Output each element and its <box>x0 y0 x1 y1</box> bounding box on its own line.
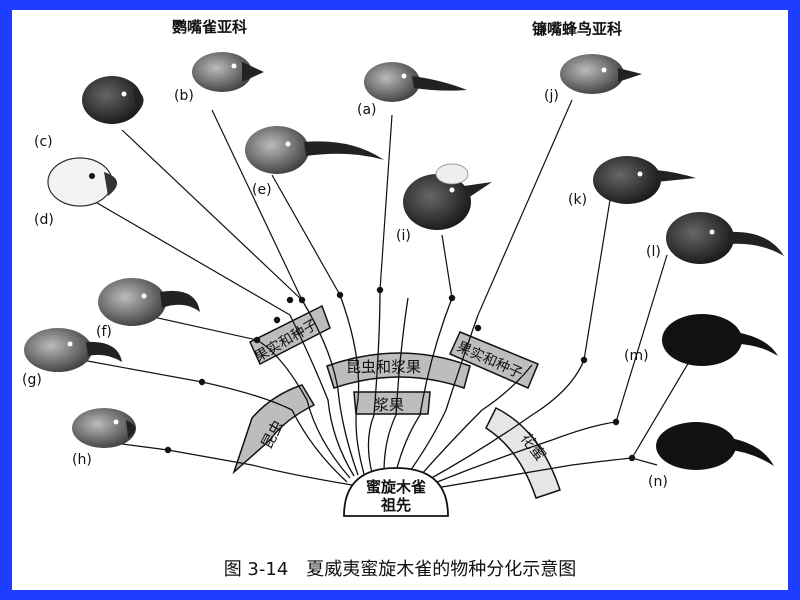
species-k-label: (k) <box>568 192 587 208</box>
bird-head-n-icon <box>656 422 774 470</box>
branch-lines <box>167 289 633 489</box>
bird-head-a-icon <box>364 62 467 102</box>
species-c-label: (c) <box>34 134 53 150</box>
figure-caption: 图 3-14 夏威夷蜜旋木雀的物种分化示意图 <box>223 559 577 580</box>
species-h-label: (h) <box>72 452 92 468</box>
bird-head-j-icon <box>560 54 642 94</box>
ancestor-line-2: 祖先 <box>380 496 411 514</box>
species-f-label: (f) <box>96 324 112 340</box>
subfamily-left-title: 鹦嘴雀亚科 <box>171 18 247 36</box>
branch-nodes <box>164 286 636 462</box>
bird-head-e-icon <box>245 126 384 174</box>
bird-head-h-icon <box>72 408 136 448</box>
bird-head-f-icon <box>98 278 200 326</box>
bird-head-d-icon <box>47 157 118 207</box>
species-a-label: (a) <box>357 102 377 118</box>
bird-head-m-icon <box>662 314 778 366</box>
band-berries: 浆果 <box>353 391 431 415</box>
species-d-label: (d) <box>34 212 54 228</box>
bird-head-c-icon <box>82 76 144 124</box>
bird-head-b-icon <box>192 52 264 92</box>
ancestor-dome: 蜜旋木雀 祖先 <box>343 467 449 517</box>
species-m-label: (m) <box>624 348 649 364</box>
subfamily-right-title: 镰嘴蜂鸟亚科 <box>532 20 622 38</box>
species-e-label: (e) <box>252 182 272 198</box>
bird-head-i-icon <box>403 163 492 230</box>
band-insects-berries: 昆虫和浆果 <box>326 352 471 389</box>
band-berries-label: 浆果 <box>374 396 404 414</box>
species-j-label: (j) <box>544 88 559 104</box>
species-i-label: (i) <box>396 228 411 244</box>
speciation-diagram: 鹦嘴雀亚科 镰嘴蜂鸟亚科 昆虫 果实和种子 昆虫和浆果 浆果 <box>22 18 784 517</box>
species-n-label: (n) <box>648 474 668 490</box>
bird-head-g-icon <box>24 328 122 372</box>
bird-head-k-icon <box>593 156 696 204</box>
bird-head-l-icon <box>666 212 784 264</box>
ancestor-line-1: 蜜旋木雀 <box>366 478 426 496</box>
species-b-label: (b) <box>174 88 194 104</box>
species-g-label: (g) <box>22 372 42 388</box>
species-l-label: (l) <box>646 244 661 260</box>
diagram-panel: 鹦嘴雀亚科 镰嘴蜂鸟亚科 昆虫 果实和种子 昆虫和浆果 浆果 <box>12 10 788 590</box>
band-insects-berries-label: 昆虫和浆果 <box>346 358 421 376</box>
band-insects: 昆虫 <box>232 384 316 475</box>
